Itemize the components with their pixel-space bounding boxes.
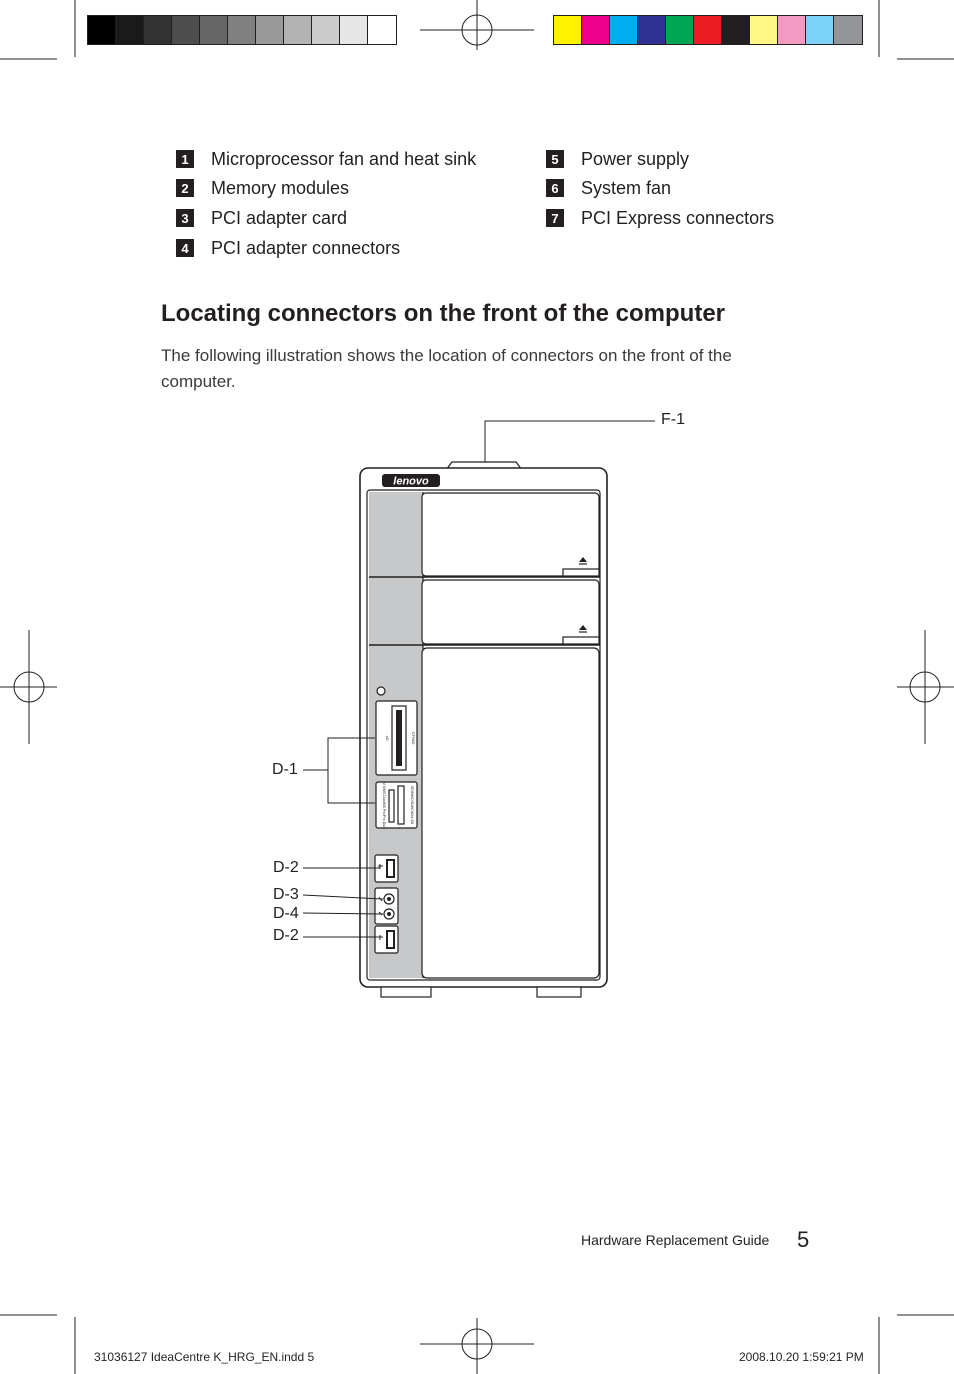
- color-swatch: [200, 16, 228, 44]
- legend-item-1: 1 Microprocessor fan and heat sink: [176, 148, 476, 170]
- color-swatch: [284, 16, 312, 44]
- callout-d2-top: D-2: [273, 859, 299, 876]
- color-swatch-bar: [553, 15, 863, 45]
- legend-label: Power supply: [581, 148, 690, 169]
- color-swatch: [778, 16, 806, 44]
- color-swatch: [638, 16, 666, 44]
- color-swatch: [340, 16, 368, 44]
- color-swatch: [750, 16, 778, 44]
- footer-guide-title: Hardware Replacement Guide: [581, 1232, 770, 1248]
- legend-number: 1: [176, 150, 194, 168]
- color-swatch: [228, 16, 256, 44]
- card-slot-label: SD/MMC/SDHC/Mini SD: [410, 786, 414, 825]
- grayscale-swatch-bar: [87, 15, 397, 45]
- card-slot-label: M S/MS Duo/MS Pro/Pro Duo: [382, 782, 386, 828]
- color-swatch: [582, 16, 610, 44]
- lenovo-logo-text: lenovo: [393, 476, 429, 488]
- color-swatch: [368, 16, 396, 44]
- section-title: Locating connectors on the front of the …: [161, 300, 725, 327]
- legend-item-4: 4 PCI adapter connectors: [176, 237, 400, 259]
- card-slot-label: xD: [385, 736, 390, 741]
- legend-item-5: 5 Power supply: [546, 148, 689, 170]
- legend-item-6: 6 System fan: [546, 177, 671, 199]
- color-swatch: [312, 16, 340, 44]
- legend-label: Microprocessor fan and heat sink: [211, 148, 477, 169]
- color-swatch: [554, 16, 582, 44]
- legend-number: 3: [176, 209, 194, 227]
- lenovo-logo: [382, 474, 440, 487]
- callout-leader-lines: [302, 420, 655, 938]
- legend-label: PCI adapter card: [211, 207, 348, 228]
- color-swatch: [172, 16, 200, 44]
- callout-f1: F-1: [661, 411, 685, 428]
- color-swatch: [256, 16, 284, 44]
- legend-label: System fan: [581, 177, 672, 198]
- color-swatch: [88, 16, 116, 44]
- legend-label: PCI Express connectors: [581, 207, 775, 228]
- color-swatch: [722, 16, 750, 44]
- legend-number: 2: [176, 179, 194, 197]
- color-swatch: [694, 16, 722, 44]
- legend-number: 4: [176, 239, 194, 257]
- legend-label: Memory modules: [211, 177, 350, 198]
- legend-item-3: 3 PCI adapter card: [176, 207, 347, 229]
- section-intro: The following illustration shows the loc…: [161, 346, 732, 391]
- color-swatch: [806, 16, 834, 44]
- page-number: 5: [797, 1227, 810, 1252]
- legend-item-7: 7 PCI Express connectors: [546, 207, 774, 229]
- card-slot-label: CF/MD: [411, 732, 416, 745]
- color-swatch: [116, 16, 144, 44]
- color-swatch: [610, 16, 638, 44]
- callout-d2-bottom: D-2: [273, 927, 299, 944]
- callout-d1: D-1: [272, 761, 298, 778]
- legend-number: 6: [546, 179, 564, 197]
- color-swatch: [666, 16, 694, 44]
- color-swatch: [144, 16, 172, 44]
- legend-number: 5: [546, 150, 564, 168]
- legend-label: PCI adapter connectors: [211, 237, 401, 258]
- color-swatch: [834, 16, 862, 44]
- legend-number: 7: [546, 209, 564, 227]
- callout-d4: D-4: [273, 905, 299, 922]
- slug-file-name: 31036127 IdeaCentre K_HRG_EN.indd 5: [94, 1350, 315, 1364]
- slug-timestamp: 2008.10.20 1:59:21 PM: [739, 1350, 864, 1364]
- legend-item-2: 2 Memory modules: [176, 177, 349, 199]
- callout-d3: D-3: [273, 886, 299, 903]
